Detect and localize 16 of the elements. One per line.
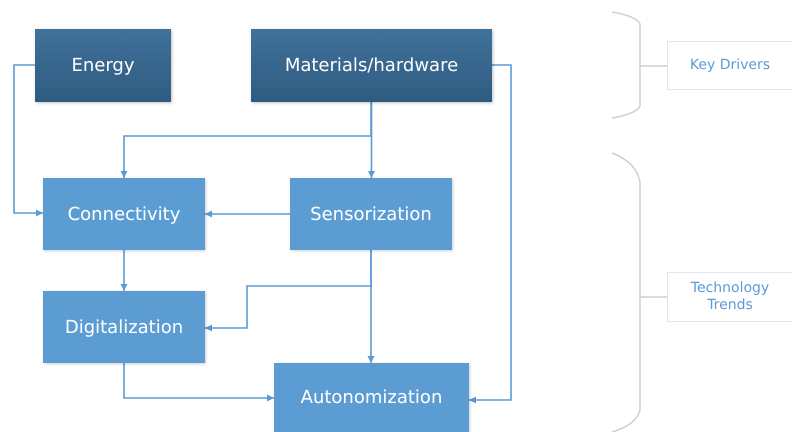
process-box: Sensorization [290, 178, 452, 250]
arrow [368, 250, 374, 363]
process-box: Materials/hardware [251, 29, 492, 102]
arrow [120, 102, 372, 178]
arrow [205, 210, 290, 218]
group-label: Technology Trends [667, 272, 792, 322]
process-box: Connectivity [43, 178, 205, 250]
arrow [120, 250, 128, 291]
arrow [123, 363, 274, 402]
process-box: Digitalization [43, 291, 205, 363]
process-box: Autonomization [274, 363, 469, 432]
process-box: Energy [35, 29, 171, 102]
arrow [469, 64, 512, 404]
arrow [368, 102, 375, 178]
arrow [13, 64, 43, 216]
group-label: Key Drivers [667, 41, 792, 90]
